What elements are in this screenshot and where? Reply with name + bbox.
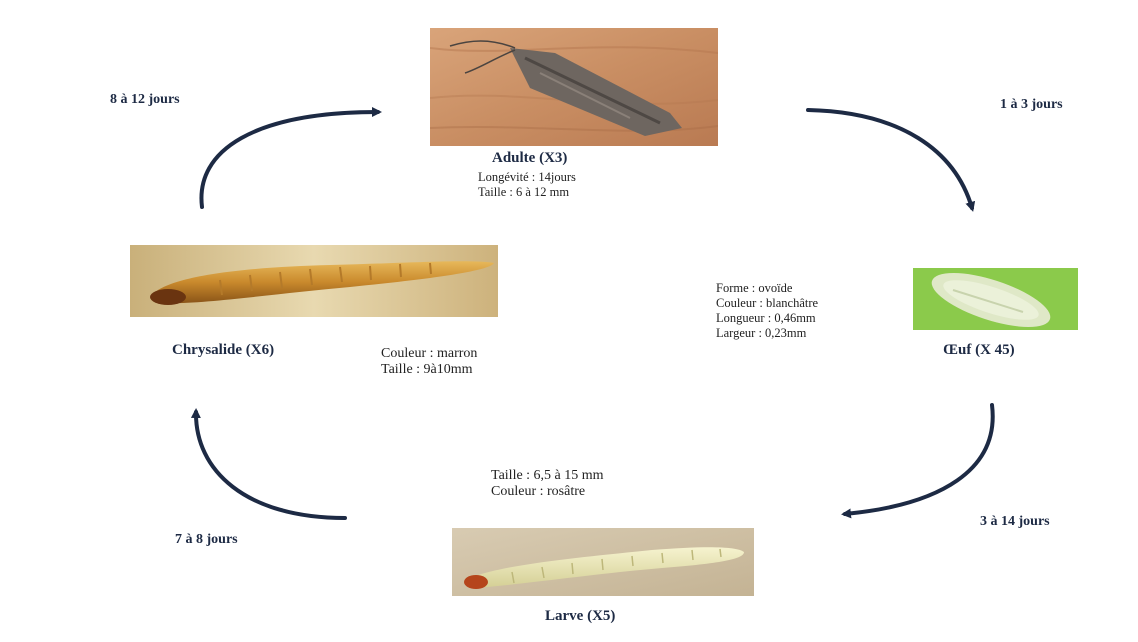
adult-size: Taille : 6 à 12 mm — [478, 185, 576, 200]
duration-larva-to-pupa: 7 à 8 jours — [175, 532, 238, 548]
egg-photo — [913, 268, 1078, 330]
egg-title: Œuf (X 45) — [943, 342, 1015, 359]
duration-adult-to-egg: 1 à 3 jours — [1000, 97, 1063, 113]
adult-title: Adulte (X3) — [492, 150, 567, 167]
egg-length: Longueur : 0,46mm — [716, 311, 818, 326]
duration-pupa-to-adult: 8 à 12 jours — [110, 92, 180, 108]
pupa-photo — [130, 245, 498, 317]
adult-longevity: Longévité : 14jours — [478, 170, 576, 185]
egg-color: Couleur : blanchâtre — [716, 296, 818, 311]
arrow-adult-to-egg — [808, 110, 972, 208]
larva-photo — [452, 528, 754, 596]
adult-moth-photo — [430, 28, 718, 146]
larva-color: Couleur : rosâtre — [491, 484, 604, 500]
arrow-egg-to-larva — [845, 405, 993, 514]
pupa-color: Couleur : marron — [381, 346, 477, 362]
arrow-pupa-to-adult — [201, 112, 378, 207]
adult-info: Longévité : 14jours Taille : 6 à 12 mm — [478, 170, 576, 200]
pupa-title: Chrysalide (X6) — [172, 342, 274, 359]
arrow-larva-to-pupa — [196, 412, 345, 518]
pupa-size: Taille : 9à10mm — [381, 362, 477, 378]
larva-info: Taille : 6,5 à 15 mm Couleur : rosâtre — [491, 468, 604, 500]
egg-info: Forme : ovoïde Couleur : blanchâtre Long… — [716, 281, 818, 341]
larva-title: Larve (X5) — [545, 608, 615, 625]
larva-size: Taille : 6,5 à 15 mm — [491, 468, 604, 484]
pupa-info: Couleur : marron Taille : 9à10mm — [381, 346, 477, 378]
egg-shape: Forme : ovoïde — [716, 281, 818, 296]
egg-width: Largeur : 0,23mm — [716, 326, 818, 341]
duration-egg-to-larva: 3 à 14 jours — [980, 514, 1050, 530]
